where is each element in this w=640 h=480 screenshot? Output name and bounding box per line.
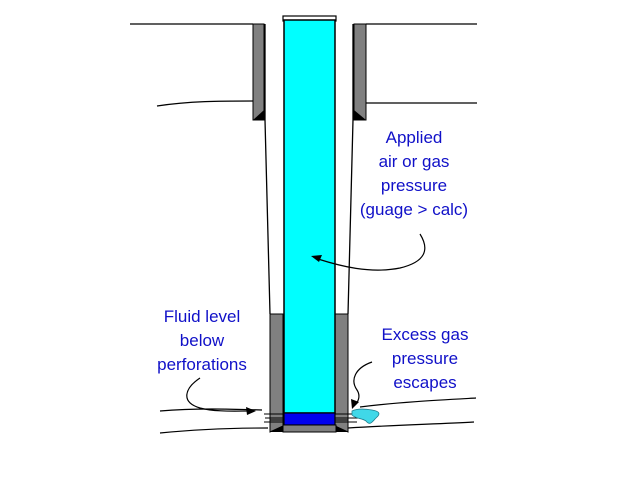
escaping-gas-blob [351,408,380,424]
fluid-level-line-1: Fluid level [163,307,241,326]
applied-pressure-line-2: air or gas [378,152,450,171]
fluid-level-line-2: below [179,331,225,350]
fluid-level-label: Fluid level below perforations [140,305,264,377]
surface-casing-left [252,23,265,121]
production-casing-right [334,313,349,421]
applied-pressure-label: Applied air or gas pressure (guage > cal… [354,126,474,222]
fluid-level-band [283,412,336,426]
excess-gas-line-3: escapes [393,373,457,392]
excess-gas-arrowhead [351,399,359,409]
formation-line-left-lower-bottom [159,427,269,434]
surface-casing-right-shoe [354,110,366,120]
fluid-level-arrowhead [246,407,256,415]
perforations-left [264,413,284,423]
applied-pressure-leader [317,233,426,271]
excess-gas-label: Excess gas pressure escapes [366,323,484,395]
borehole-right-wall [347,24,354,315]
formation-line-right-lower-bottom [347,421,475,429]
tubing-bottom-plug [282,424,337,433]
applied-pressure-line-3: pressure [380,176,448,195]
excess-gas-line-1: Excess gas [381,325,469,344]
surface-casing-right [353,23,367,121]
tubing-fluid-column [283,19,336,414]
borehole-left-wall [264,24,271,315]
applied-pressure-line-4: (guage > calc) [359,200,469,219]
surface-casing-left-shoe [253,110,264,120]
fluid-level-leader [186,377,251,412]
shoe-shadow-left [270,426,283,432]
excess-gas-line-2: pressure [391,349,459,368]
applied-pressure-line-1: Applied [385,128,443,147]
formation-line-left-upper [156,100,254,107]
fluid-level-line-3: perforations [157,355,247,374]
applied-pressure-arrowhead [311,255,322,262]
shoe-shadow-right [335,426,348,432]
production-casing-left [269,313,284,421]
formation-line-right-lower-top [359,397,477,408]
